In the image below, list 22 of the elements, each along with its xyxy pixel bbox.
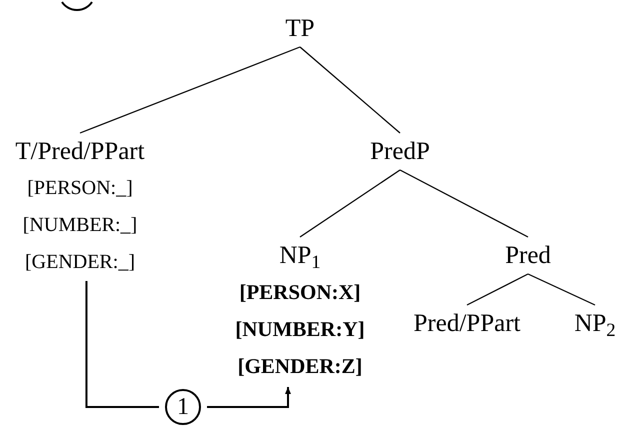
feature-label: [GENDER:_] xyxy=(25,250,135,275)
tree-branch xyxy=(466,273,528,306)
node-label: Pred/PPart xyxy=(414,309,520,339)
feature-label: [PERSON:_] xyxy=(27,176,133,201)
tree-branch xyxy=(528,273,596,306)
tree-branch xyxy=(300,46,400,134)
feature-label: [GENDER:Z] xyxy=(238,353,362,380)
node-label: PredP xyxy=(370,137,430,167)
feature-label: [PERSON:X] xyxy=(239,279,361,306)
feature-label: [NUMBER:_] xyxy=(22,213,138,238)
tree-branch xyxy=(80,46,300,134)
node-label: T/Pred/PPart xyxy=(15,137,145,167)
node-label: Pred xyxy=(505,241,551,271)
arrow xyxy=(207,387,291,408)
tree-branch xyxy=(300,170,400,238)
feature-label: [NUMBER:Y] xyxy=(235,316,365,343)
connector-line xyxy=(85,281,159,408)
circled-number: 1 xyxy=(165,389,201,425)
node-label: NP$_{2}$ xyxy=(574,309,616,342)
tree-branch xyxy=(400,169,528,238)
node-label: TP xyxy=(285,14,315,44)
node-label: NP$_{1}$ xyxy=(279,241,321,274)
